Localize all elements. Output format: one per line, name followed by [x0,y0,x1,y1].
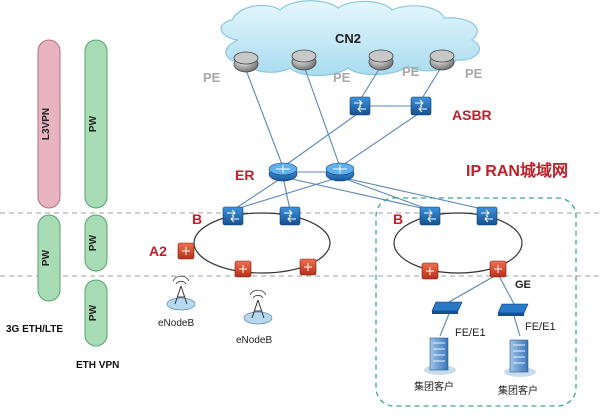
asbr-switch-1 [349,96,371,116]
links [232,65,521,337]
customer-label-1: 集团客户 [414,380,454,393]
b-switch-right-2 [476,206,498,226]
access-ring-left [193,212,331,274]
pe-label-4: PE [465,66,483,81]
pw-bar-middle [84,214,108,272]
link-er1-b3 [282,176,431,211]
link-fe2-customer [513,315,521,337]
enodeb-label-2: eNodeB [236,335,272,346]
b-label-left: B [192,211,202,227]
customer-label-2: 集团客户 [498,384,538,397]
b-switch-right-1 [419,206,441,226]
b-switch-left-2 [279,206,301,226]
pe-router-4 [429,49,455,71]
pe-router-2 [291,49,317,71]
eth-lte-label: 3G ETH/LTE [6,324,63,335]
link-asbr2-er2 [339,111,422,168]
pw-bar-left [37,214,61,302]
access-device-2 [497,303,529,316]
protocol-stack: L3VPN PW PW PW PW 3G ETH/LTE ETH VPN [6,39,119,371]
b-switch-left-1 [222,206,244,226]
customer-building-1 [424,337,456,375]
ring-router-right-2 [489,260,507,278]
customer-building-2 [504,339,536,377]
enodeb-2 [243,289,273,325]
link-pe1-er [245,69,284,168]
er-router-2 [325,162,355,182]
a2-router-1 [177,242,195,260]
a2-label: A2 [149,243,167,259]
pe-label-1: PE [203,70,221,85]
a2-router-2 [234,260,252,278]
pe-label-2: PE [333,70,351,85]
cn2-cloud: CN2 [220,0,480,77]
pe-label-3: PE [402,64,420,79]
eth-vpn-label: ETH VPN [76,360,119,371]
asbr-label: ASBR [452,107,492,123]
link-ge-fe1 [448,273,499,303]
pe-router-1 [233,51,259,73]
er-label: ER [235,167,254,183]
access-ring-right [393,212,523,274]
link-er1-b1 [232,176,284,211]
l3vpn-label: L3VPN [41,108,52,140]
link-asbr1-er1 [282,111,361,168]
a2-router-3 [299,258,317,276]
pw-label-bottom: PW [88,304,99,321]
pw-label-middle: PW [88,234,99,251]
b-label-right: B [393,211,403,227]
link-pe2-er [303,65,341,168]
link-pe3-asbr [359,65,382,101]
access-device-1 [431,301,463,314]
ring-router-right-1 [421,262,439,280]
link-er2-b3 [339,176,431,211]
link-fe1-customer [439,313,450,337]
pw-bar-top [84,39,108,209]
cloud-shape [220,0,480,77]
link-pe4-asbr [420,65,443,101]
customer-access-region [375,197,577,407]
cn2-label: CN2 [335,31,361,46]
pw-label-left: PW [41,249,52,266]
enodeb-1 [166,275,196,311]
er-router-1 [268,162,298,182]
l3vpn-bar [37,39,61,209]
fe-e1-label-2: FE/E1 [525,321,556,333]
pe-router-3 [368,49,394,71]
pw-bar-bottom [84,279,108,347]
enodeb-label-1: eNodeB [158,318,194,329]
asbr-switch-2 [410,96,432,116]
link-ge-fe2 [497,273,515,305]
ge-label: GE [515,279,531,291]
pw-label-top: PW [88,115,99,132]
link-er2-b4 [339,176,488,211]
ip-ran-label: IP RAN城域网 [466,161,568,180]
fe-e1-label-1: FE/E1 [455,327,486,339]
link-er2-b1 [232,176,341,211]
